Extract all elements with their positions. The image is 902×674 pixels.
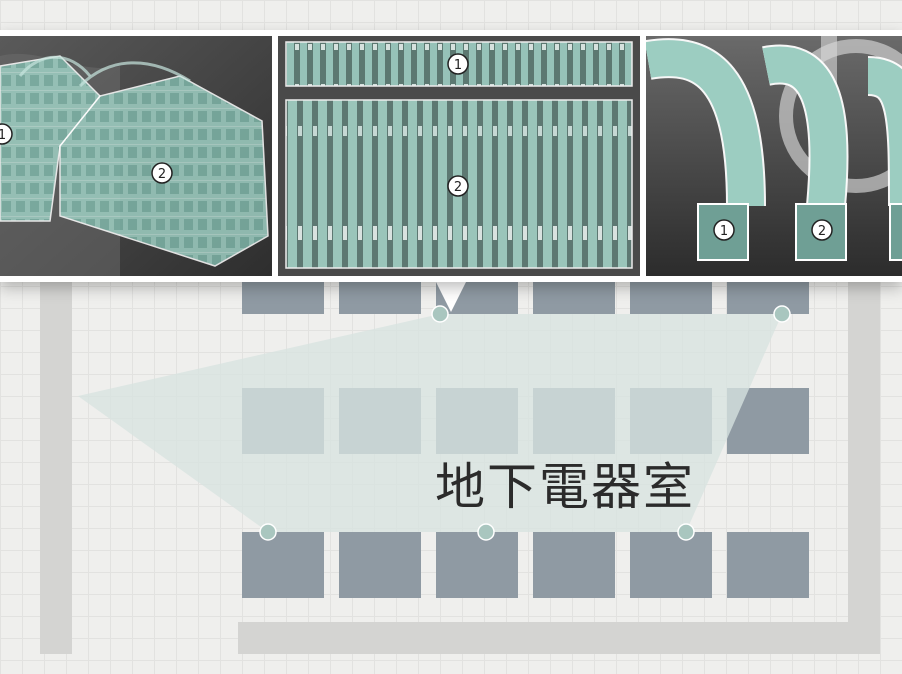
view-pointer (436, 282, 466, 312)
photo-2-image: 1 2 (278, 36, 640, 276)
callout-1-marker: 1 (0, 123, 13, 145)
wall-right (848, 282, 880, 654)
callout-2-marker: 2 (447, 175, 469, 197)
cabinet-r3-c1[interactable] (242, 532, 324, 598)
cabinet-r1-c2[interactable] (339, 282, 421, 314)
cabinet-r1-c1[interactable] (242, 282, 324, 314)
svg-text:1: 1 (0, 128, 6, 143)
camera-dot-3[interactable] (259, 523, 277, 541)
photo-3-image: 1 2 (646, 36, 902, 276)
photo-cable-ducts[interactable]: 1 2 (646, 36, 902, 276)
svg-text:1: 1 (720, 224, 728, 239)
camera-view-cone (78, 314, 782, 532)
camera-dot-1[interactable] (431, 305, 449, 323)
cabinet-r1-c6[interactable] (727, 282, 809, 314)
cabinet-r3-c3[interactable] (436, 532, 518, 598)
photo-cable-bundles[interactable]: 1 2 (0, 36, 272, 276)
callout-1-marker: 1 (713, 219, 735, 241)
cabinet-r1-c4[interactable] (533, 282, 615, 314)
camera-dot-2[interactable] (773, 305, 791, 323)
callout-2-marker: 2 (811, 219, 833, 241)
svg-text:2: 2 (454, 180, 462, 195)
room-label: 地下電器室 (435, 458, 695, 516)
callout-1-marker: 1 (447, 53, 469, 75)
cabinet-r3-c2[interactable] (339, 532, 421, 598)
photo-terminal-blocks[interactable]: 1 2 (278, 36, 640, 276)
cabinet-r3-c6[interactable] (727, 532, 809, 598)
cabinet-r3-c4[interactable] (533, 532, 615, 598)
camera-dot-5[interactable] (677, 523, 695, 541)
svg-text:2: 2 (818, 224, 826, 239)
photo-1-image: 1 2 (0, 36, 272, 276)
wall-left (40, 282, 72, 654)
wall-bottom (238, 622, 880, 654)
photo-strip: 1 2 (0, 30, 902, 282)
callout-2-marker: 2 (151, 162, 173, 184)
camera-dot-4[interactable] (477, 523, 495, 541)
cabinet-r1-c5[interactable] (630, 282, 712, 314)
svg-text:2: 2 (158, 167, 166, 182)
svg-text:1: 1 (454, 58, 462, 73)
cabinet-r3-c5[interactable] (630, 532, 712, 598)
